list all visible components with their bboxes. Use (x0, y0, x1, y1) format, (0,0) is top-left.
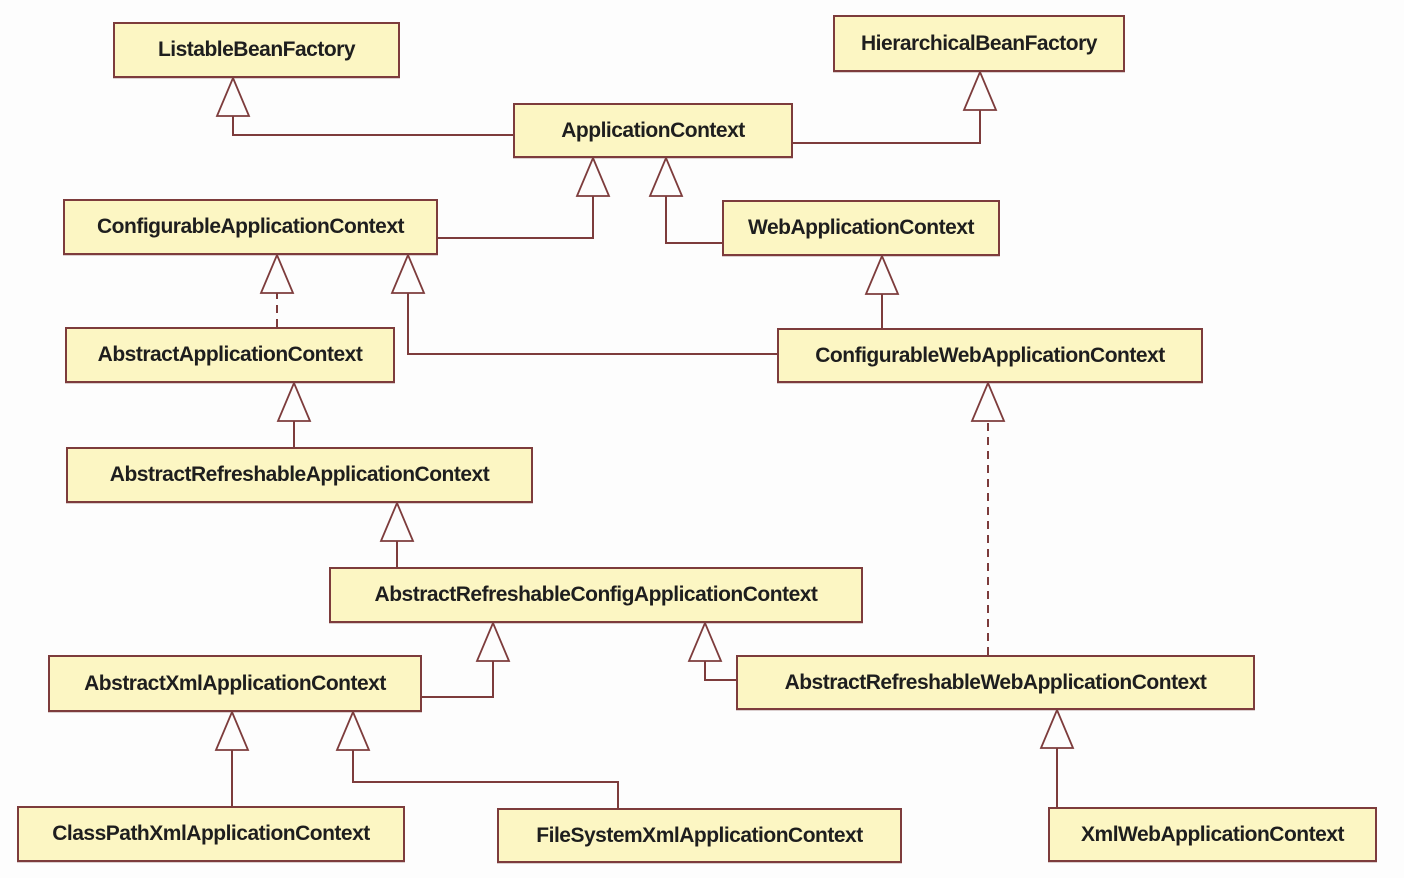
class-node-file-system-xml-application-context: FileSystemXmlApplicationContext (497, 808, 902, 863)
generalization-triangle-icon (475, 620, 511, 662)
generalization-triangle-icon (379, 500, 415, 542)
generalization-triangle-icon (1039, 707, 1075, 749)
edge-generalization-abstract-xml-application-context-to-abstract-refreshable-config-application-context (422, 661, 494, 698)
generalization-triangle-icon (215, 75, 251, 117)
edge-generalization-web-application-context-to-application-context (665, 196, 722, 244)
edge-generalization-file-system-xml-application-context-to-abstract-xml-application-context (352, 750, 619, 808)
generalization-triangle-icon (390, 252, 426, 294)
edge-generalization-configurable-application-context-to-application-context (438, 196, 594, 239)
class-node-configurable-web-application-context: ConfigurableWebApplicationContext (777, 328, 1203, 383)
class-node-abstract-xml-application-context: AbstractXmlApplicationContext (48, 655, 422, 712)
class-node-hierarchical-bean-factory: HierarchicalBeanFactory (833, 15, 1125, 72)
edge-generalization-application-context-to-listable-bean-factory (232, 116, 513, 136)
generalization-triangle-icon (648, 155, 684, 197)
generalization-triangle-icon (970, 380, 1006, 422)
class-node-xml-web-application-context: XmlWebApplicationContext (1048, 807, 1377, 862)
class-node-class-path-xml-application-context: ClassPathXmlApplicationContext (17, 806, 405, 862)
class-node-abstract-application-context: AbstractApplicationContext (65, 327, 395, 383)
class-node-web-application-context: WebApplicationContext (722, 200, 1000, 256)
generalization-triangle-icon (214, 709, 250, 751)
generalization-triangle-icon (335, 709, 371, 751)
edge-generalization-application-context-to-hierarchical-bean-factory (793, 110, 981, 144)
class-node-abstract-refreshable-web-application-context: AbstractRefreshableWebApplicationContext (736, 655, 1255, 710)
edge-generalization-abstract-refreshable-web-application-context-to-abstract-refreshable-config-application-context (704, 661, 736, 681)
generalization-triangle-icon (687, 620, 723, 662)
class-node-abstract-refreshable-config-application-context: AbstractRefreshableConfigApplicationCont… (329, 567, 863, 623)
generalization-triangle-icon (962, 69, 998, 111)
edge-generalization-configurable-web-application-context-to-configurable-application-context (407, 293, 777, 355)
generalization-triangle-icon (575, 155, 611, 197)
class-node-listable-bean-factory: ListableBeanFactory (113, 22, 400, 78)
class-node-abstract-refreshable-application-context: AbstractRefreshableApplicationContext (66, 447, 533, 503)
class-node-configurable-application-context: ConfigurableApplicationContext (63, 199, 438, 255)
class-node-application-context: ApplicationContext (513, 103, 793, 158)
generalization-triangle-icon (259, 252, 295, 294)
generalization-triangle-icon (864, 253, 900, 295)
generalization-triangle-icon (276, 380, 312, 422)
